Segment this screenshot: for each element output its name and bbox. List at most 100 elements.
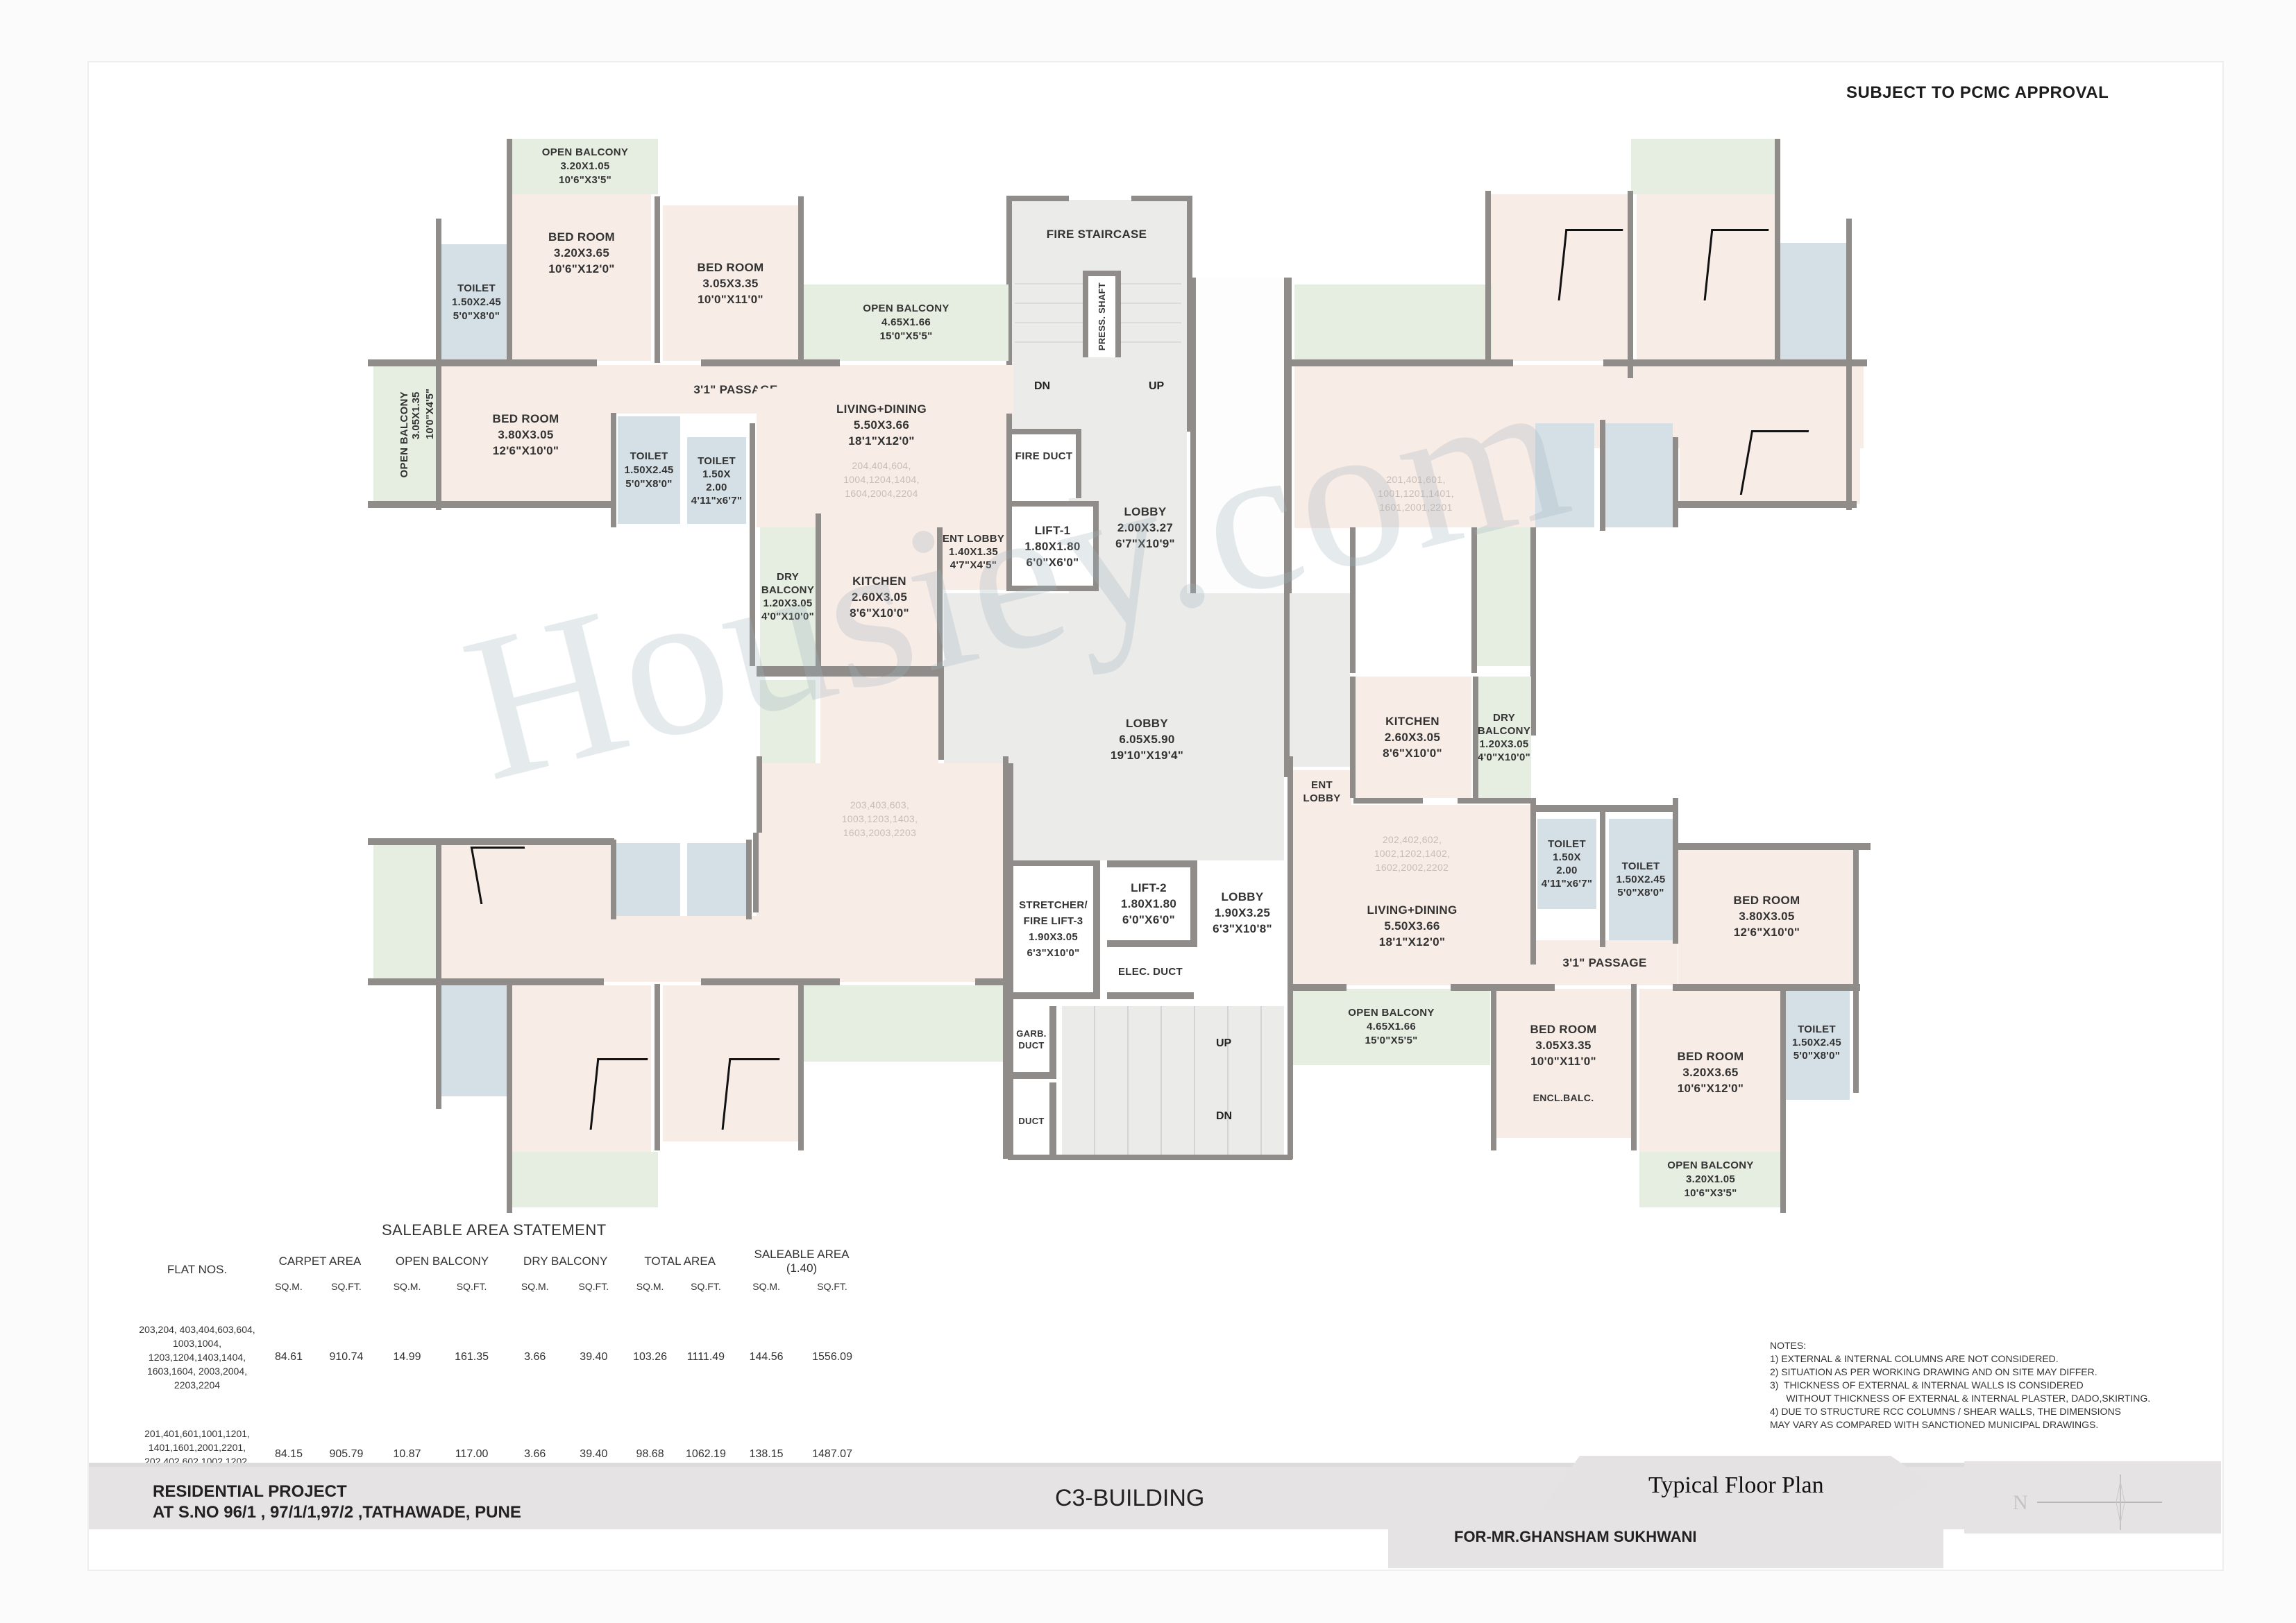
cell: 14.99 xyxy=(393,1351,421,1363)
cell: 39.40 xyxy=(580,1448,608,1460)
th-unit: SQ.M. xyxy=(275,1281,303,1292)
wall xyxy=(436,838,441,1109)
th-saleable: SALEABLE AREA (1.40) xyxy=(754,1248,850,1275)
tr-bedroom-2 xyxy=(1637,194,1775,361)
bed-furniture-icon xyxy=(721,1058,780,1130)
wall xyxy=(1006,196,1069,201)
project-line-2: AT S.NO 96/1 , 97/1/1,97/2 ,TATHAWADE, P… xyxy=(153,1503,521,1522)
bl-toilet-3 xyxy=(687,843,746,916)
wall xyxy=(507,139,512,361)
cell: 98.68 xyxy=(636,1448,664,1460)
wall xyxy=(1353,798,1423,804)
project-line-1: RESIDENTIAL PROJECT xyxy=(153,1482,347,1501)
th-open-balcony: OPEN BALCONY xyxy=(395,1255,489,1268)
plan-title: Typical Floor Plan xyxy=(1648,1472,1824,1498)
tl-open-balcony-left-dims: 3.05X1.35 10'0"X4'5" xyxy=(410,389,436,440)
tl-open-balcony-right: OPEN BALCONY 4.65X1.66 15'0"X5'5" xyxy=(804,284,1008,361)
cell: 10.87 xyxy=(393,1448,421,1460)
north-arrow-icon: N xyxy=(2009,1475,2169,1530)
th-carpet: CARPET AREA xyxy=(278,1255,362,1268)
wall xyxy=(701,359,840,366)
br-open-balcony-bottom: OPEN BALCONY 3.20X1.05 10'6"X3'5" xyxy=(1639,1152,1782,1207)
cell: 161.35 xyxy=(455,1351,489,1363)
note-item: 4) DUE TO STRUCTURE RCC COLUMNS / SHEAR … xyxy=(1770,1406,2121,1417)
wall xyxy=(655,984,660,1150)
br-toilet-2: TOILET 1.50X2.45 5'0"X8'0" xyxy=(1609,819,1673,940)
bl-passage xyxy=(441,916,1003,982)
fire-duct: FIRE DUCT xyxy=(1012,429,1081,498)
th-unit: SQ.FT. xyxy=(817,1281,847,1292)
notes-title: NOTES: xyxy=(1770,1340,1807,1351)
main-lobby-lower xyxy=(1013,763,1284,860)
th-unit: SQ.FT. xyxy=(456,1281,487,1292)
main-lobby: LOBBY 6.05X5.90 19'10"X19'4" xyxy=(944,593,1350,767)
bl-open-balcony-bottom xyxy=(512,1152,658,1207)
wall xyxy=(1003,756,1008,1159)
wall xyxy=(1603,359,1867,366)
main-staircase-steps xyxy=(1062,1006,1284,1155)
br-toilet-3: TOILET 1.50X2.45 5'0"X8'0" xyxy=(1784,985,1850,1100)
bed-furniture-icon xyxy=(470,847,535,904)
wall xyxy=(937,527,943,673)
tr-toilet-2 xyxy=(1535,423,1594,527)
th-dry-balcony: DRY BALCONY xyxy=(523,1255,608,1268)
bl-toilet-1 xyxy=(441,985,512,1096)
cell: 910.74 xyxy=(329,1351,364,1363)
wall xyxy=(1631,984,1637,1150)
wall xyxy=(1780,984,1786,1213)
tl-kitchen: KITCHEN 2.60X3.05 8'6"X10'0" xyxy=(820,527,938,666)
wall xyxy=(1676,501,1857,508)
plan-title-tab xyxy=(1541,1456,1930,1510)
wall xyxy=(655,196,660,363)
wall xyxy=(1131,196,1192,201)
cell: 84.15 xyxy=(274,1448,303,1460)
wall xyxy=(1451,984,1555,991)
br-living-dining: 202,402,602, 1002,1202,1402, 1602,2002,2… xyxy=(1292,805,1532,985)
th-unit: SQ.FT. xyxy=(331,1281,362,1292)
tl-toilet-1: TOILET 1.50X2.45 5'0"X8'0" xyxy=(441,244,512,361)
cell: 3.66 xyxy=(524,1351,546,1363)
stair-up-label: UP xyxy=(1149,380,1165,392)
th-unit: SQ.M. xyxy=(752,1281,780,1292)
wall xyxy=(798,984,804,1150)
garb-duct: GARB. DUCT xyxy=(1013,1006,1056,1079)
press-shaft-label: PRESS. SHAFT xyxy=(1097,282,1107,351)
wall xyxy=(1491,984,1496,1150)
wall xyxy=(1284,359,1513,366)
tr-living-dining: 201,401,601, 1001,1201,1401, 1601,2001,2… xyxy=(1294,365,1537,528)
main-stair-up-label: UP xyxy=(1216,1037,1232,1049)
tl-toilet-2: TOILET 1.50X2.45 5'0"X8'0" xyxy=(618,416,680,524)
th-unit: SQ.FT. xyxy=(691,1281,721,1292)
wall xyxy=(1288,984,1347,991)
wall xyxy=(1600,808,1605,947)
tr-toilet-1 xyxy=(1780,243,1850,361)
th-unit: SQ.M. xyxy=(521,1281,549,1292)
tl-toilet-3: TOILET 1.50X 2.00 4'11"x6'7" xyxy=(687,437,746,524)
lift-2: LIFT-2 1.80X1.80 6'0"X6'0" xyxy=(1107,860,1197,947)
wall xyxy=(798,196,804,363)
wall xyxy=(938,670,944,760)
wall xyxy=(1775,139,1780,364)
note-item: WITHOUT THICKNESS OF EXTERNAL & INTERNAL… xyxy=(1770,1393,2151,1404)
tl-living-dining: LIVING+DINING 5.50X3.66 18'1"X12'0" 204,… xyxy=(757,389,1006,527)
th-unit: SQ.M. xyxy=(636,1281,664,1292)
cell: 1062.19 xyxy=(686,1448,726,1460)
wall xyxy=(1600,420,1605,531)
notes: NOTES: 1) EXTERNAL & INTERNAL COLUMNS AR… xyxy=(1770,1339,2150,1431)
wall xyxy=(1008,1155,1292,1160)
wall xyxy=(611,413,616,527)
shaft-void xyxy=(1190,278,1292,593)
cell: 1111.49 xyxy=(686,1351,725,1363)
br-bedroom-1: BED ROOM 3.80X3.05 12'6"X10'0" xyxy=(1678,847,1855,985)
wall xyxy=(1187,196,1192,432)
bed-furniture-icon xyxy=(1739,430,1809,495)
title-block-lower-band xyxy=(1388,1516,1943,1568)
saleable-table: FLAT NOS. CARPET AREA OPEN BALCONY DRY B… xyxy=(132,1245,868,1489)
br-dry-balcony: DRY BALCONY 1.20X3.05 4'0"X10'0" xyxy=(1477,677,1531,798)
tl-ent-lobby: ENT LOBBY 1.40X1.35 4'7"X4'5" xyxy=(940,513,1006,590)
wall xyxy=(368,978,604,985)
bl-open-balcony-left xyxy=(373,843,439,982)
wall xyxy=(1471,527,1477,673)
lobby-bottom: LOBBY 1.90X3.25 6'3"X10'8" xyxy=(1213,890,1272,935)
note-item: MAY VARY AS COMPARED WITH SANCTIONED MUN… xyxy=(1770,1419,2099,1430)
